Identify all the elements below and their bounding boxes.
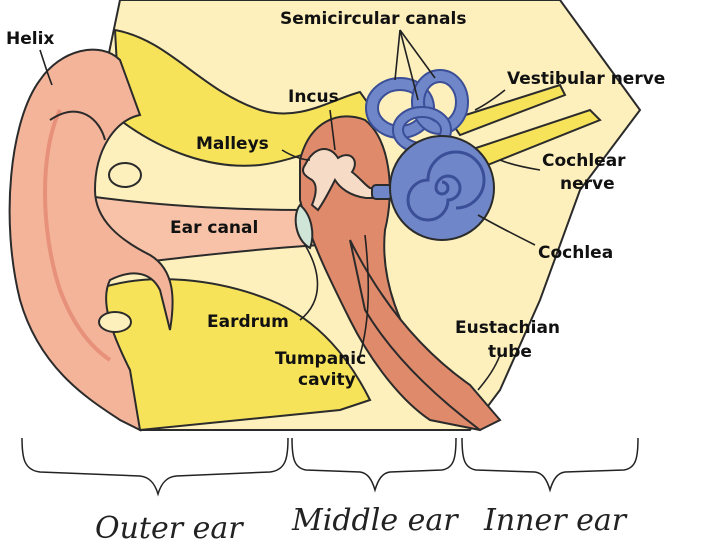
middle-ear-label: Middle ear [291, 503, 459, 538]
stapes [372, 185, 392, 199]
tympanic-label-1: Tumpanic [275, 349, 366, 369]
semicircular-canals-label: Semicircular canals [280, 9, 466, 29]
inner-ear-label: Inner ear [483, 503, 628, 538]
eustachian-label-1: Eustachian [455, 318, 560, 338]
cochlear-nerve-label-2: nerve [560, 174, 615, 194]
outer-ear-brace [22, 438, 288, 494]
outer-ear-label: Outer ear [95, 511, 244, 546]
vestibular-nerve-label: Vestibular nerve [507, 69, 665, 89]
upper-cartilage-highlight [109, 163, 141, 187]
ear-canal-label: Ear canal [170, 218, 258, 238]
cochlear-nerve-label-1: Cochlear [542, 151, 626, 171]
cochlea-label: Cochlea [538, 243, 613, 263]
cochlea-shape [390, 136, 494, 240]
malleys-label: Malleys [196, 134, 269, 154]
inner-ear-brace [462, 438, 638, 490]
tympanic-label-2: cavity [298, 370, 356, 390]
eustachian-label-2: tube [488, 342, 532, 362]
middle-ear-brace [292, 438, 456, 490]
lower-cartilage-highlight [99, 312, 131, 332]
incus-label: Incus [288, 87, 339, 107]
helix-label: Helix [6, 29, 54, 49]
eardrum-label: Eardrum [207, 312, 289, 332]
